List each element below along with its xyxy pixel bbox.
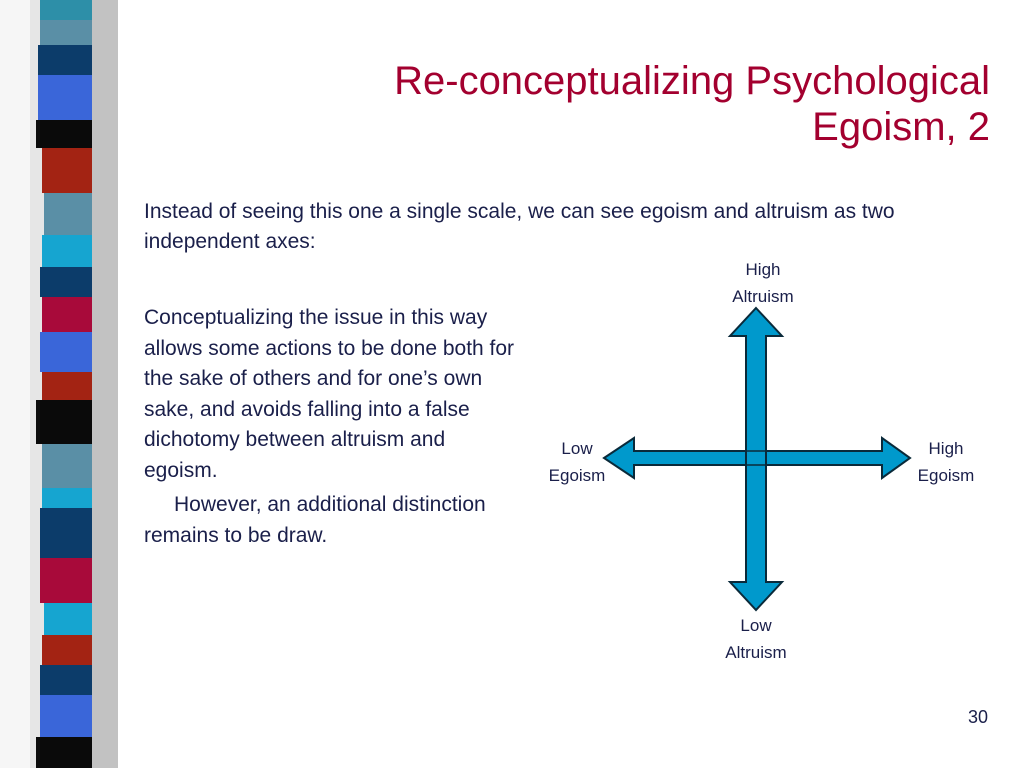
label-low-altruism-line2: Altruism [725,643,787,662]
slide-title: Re-conceptualizing Psychological Egoism,… [230,58,990,150]
label-high-egoism-line1: High [928,439,964,458]
axes-diagram: High Altruism Low Altruism Low Egoism Hi… [530,250,1000,680]
decorative-side-band [0,0,118,768]
label-low-altruism: Low Altruism [706,612,806,666]
label-low-egoism-line1: Low [561,439,593,458]
page-number: 30 [967,707,988,727]
label-high-egoism-line2: Egoism [917,466,975,485]
intro-text: Instead of seeing this one a single scal… [144,200,895,253]
body-paragraph-2: However, an additional distinction remai… [144,493,486,547]
vertical-axis-arrow [727,306,785,612]
label-low-altruism-line1: Low [740,616,772,635]
label-high-egoism: High Egoism [896,435,996,489]
label-low-egoism: Low Egoism [527,435,627,489]
body-paragraph-1: Conceptualizing the issue in this way al… [144,306,515,482]
slide-title-line1: Re-conceptualizing Psychological [394,59,990,103]
label-high-altruism-line2: Altruism [732,287,794,306]
label-low-egoism-line2: Egoism [548,466,606,485]
slide-title-line2: Egoism, 2 [812,105,990,149]
label-high-altruism: High Altruism [713,256,813,310]
label-high-altruism-line1: High [745,260,781,279]
cross-arrows [602,306,912,612]
body-text: Conceptualizing the issue in this way al… [144,303,519,551]
